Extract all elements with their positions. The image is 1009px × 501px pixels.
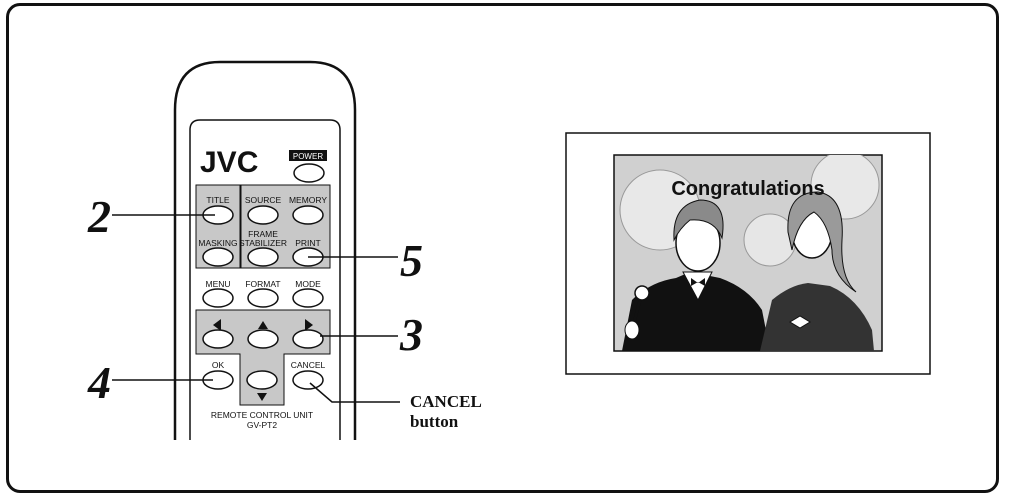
unit-name-line2: GV-PT2 xyxy=(247,420,278,430)
menu-button[interactable] xyxy=(202,288,234,308)
power-label-bg xyxy=(289,150,327,161)
right-arrow-icon xyxy=(305,319,313,331)
format-button[interactable] xyxy=(247,288,279,308)
masking-button[interactable] xyxy=(202,247,234,267)
couple-illustration xyxy=(619,155,880,351)
print-button-label: PRINT xyxy=(295,238,321,248)
cancel-button-label: CANCEL xyxy=(291,360,326,370)
title-button-label: TITLE xyxy=(206,195,229,205)
left-button[interactable] xyxy=(202,329,234,349)
screen-caption: Congratulations xyxy=(671,178,824,200)
cancel-callout-line1: CANCEL xyxy=(410,392,482,411)
callout-5: 5 xyxy=(400,235,423,286)
down-arrow-icon xyxy=(257,393,267,401)
unit-name-line1: REMOTE CONTROL UNIT xyxy=(211,410,313,420)
menu-button-label: MENU xyxy=(205,279,230,289)
frame-stabilizer-label-line2: STABILIZER xyxy=(239,238,287,248)
brand-logo: JVC xyxy=(200,146,258,179)
diagram-frame xyxy=(6,3,999,493)
right-button[interactable] xyxy=(292,329,324,349)
callout-3: 3 xyxy=(399,309,423,360)
remote-faceplate xyxy=(189,119,341,440)
cancel-callout-line xyxy=(309,382,400,403)
callout-2: 2 xyxy=(87,191,111,242)
format-button-label: FORMAT xyxy=(245,279,280,289)
up-button[interactable] xyxy=(247,329,279,349)
source-button[interactable] xyxy=(247,205,279,225)
frame-stabilizer-button[interactable] xyxy=(247,247,279,267)
memory-button-label: MEMORY xyxy=(289,195,327,205)
power-button[interactable] xyxy=(293,163,325,183)
mode-button[interactable] xyxy=(292,288,324,308)
callout-4: 4 xyxy=(87,357,111,408)
down-button[interactable] xyxy=(246,370,278,390)
mode-button-label: MODE xyxy=(295,279,321,289)
cancel-button[interactable] xyxy=(292,370,324,390)
source-button-label: SOURCE xyxy=(245,195,282,205)
memory-button[interactable] xyxy=(292,205,324,225)
up-arrow-icon xyxy=(258,321,268,329)
ok-button-label: OK xyxy=(212,360,225,370)
cancel-callout-line2: button xyxy=(410,412,459,431)
frame-stabilizer-label-line1: FRAME xyxy=(248,229,278,239)
power-label: POWER xyxy=(293,152,323,161)
masking-button-label: MASKING xyxy=(198,238,237,248)
left-arrow-icon xyxy=(213,319,221,331)
